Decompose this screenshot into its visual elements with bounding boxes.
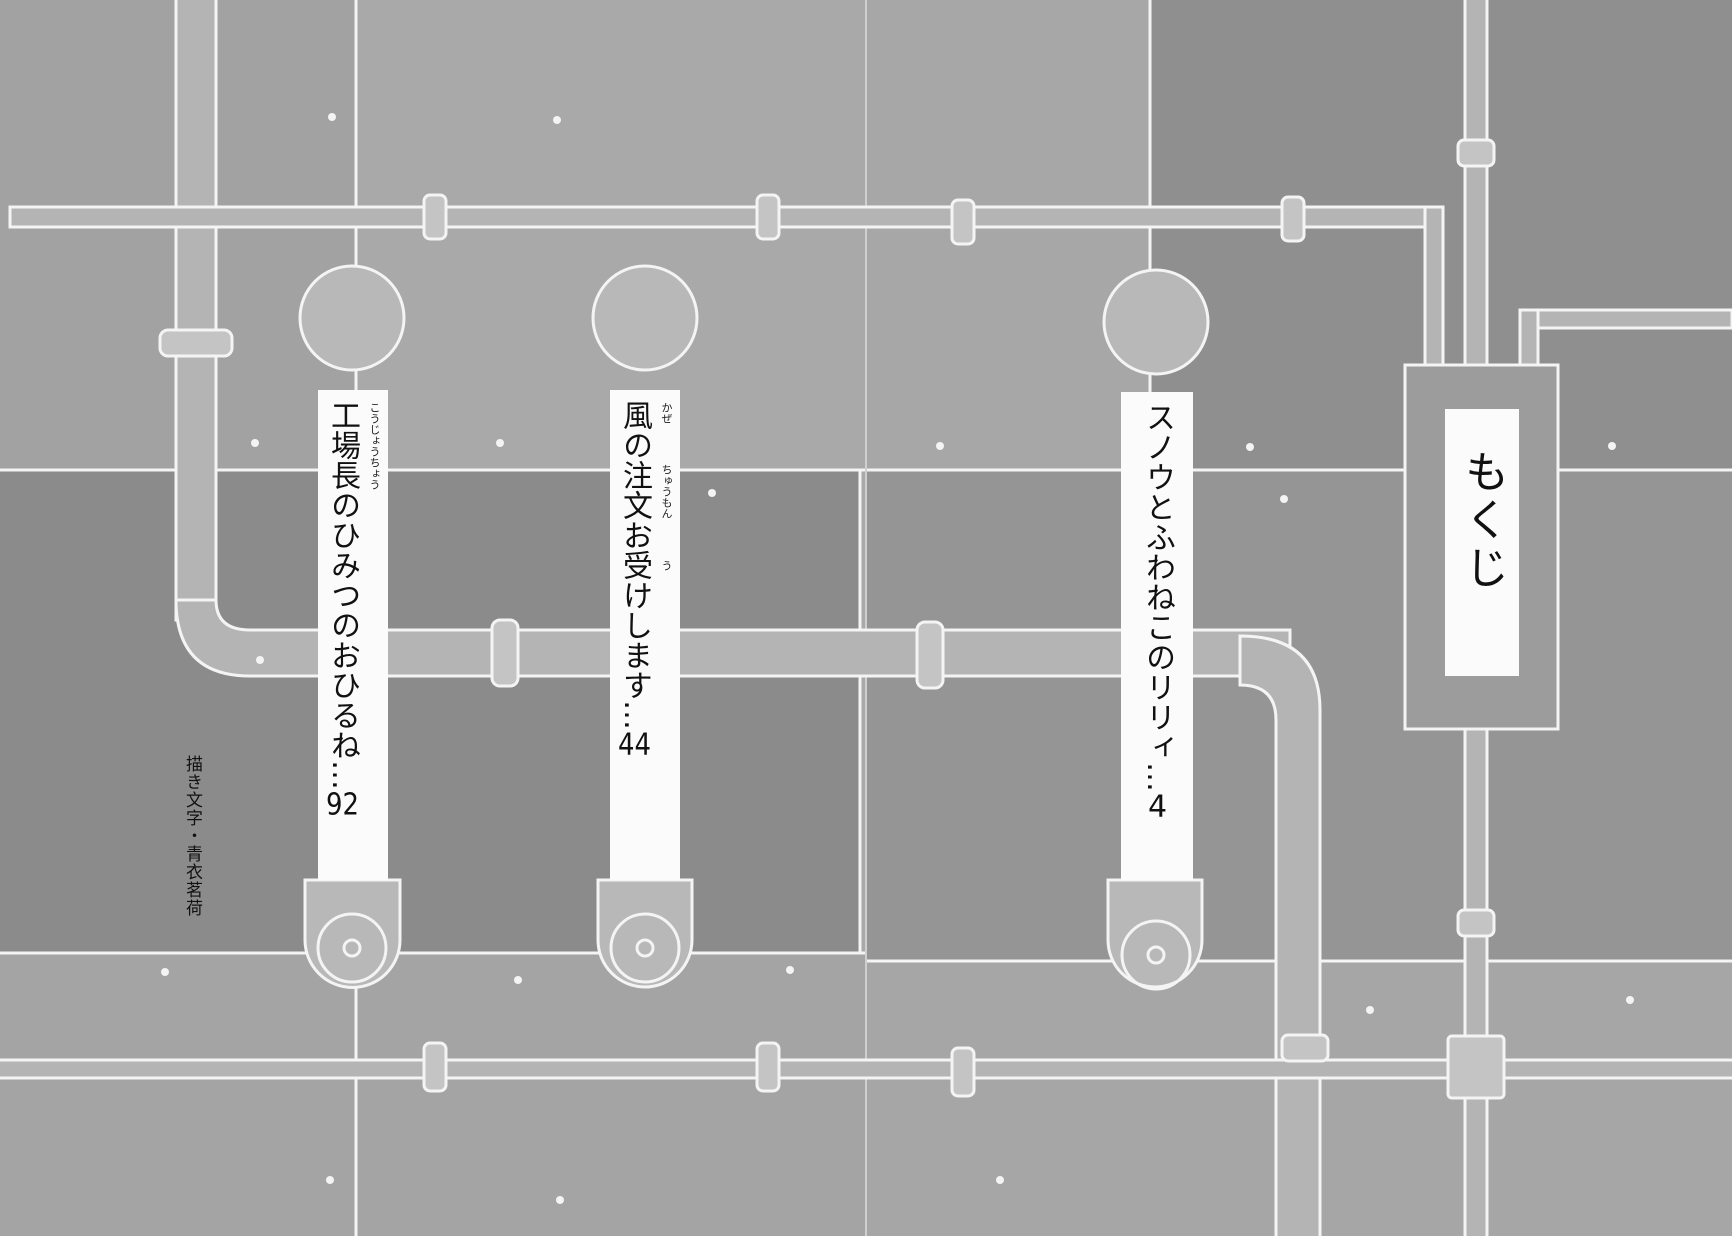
toc-heading: もくじ <box>1457 449 1508 593</box>
entry-separator: … <box>617 700 652 730</box>
furigana: う <box>660 560 673 571</box>
furigana: こうじょうちょう <box>368 402 381 490</box>
furigana: かぜ <box>660 402 673 424</box>
toc-heading-plate: もくじ <box>1445 409 1519 676</box>
lettering-credit: 描き文字・青衣茗荷 <box>182 755 202 917</box>
entry-page: 92 <box>326 790 359 820</box>
entry-page: 4 <box>1147 792 1168 822</box>
entry-separator: … <box>325 760 360 790</box>
furigana: ちゅうもん <box>660 464 673 519</box>
entry-separator: … <box>1140 762 1175 792</box>
toc-entry-1[interactable]: スノウとふわねこのリリィ…4 <box>1121 392 1193 880</box>
entry-title: 風の注文お受けします <box>617 400 652 700</box>
entry-title: 工場長のひみつのおひるね <box>325 400 360 760</box>
toc-entry-3[interactable]: 工場長のひみつのおひるね…92 こうじょうちょう <box>318 390 388 880</box>
entry-page: 44 <box>618 730 651 760</box>
toc-entry-2[interactable]: 風の注文お受けします…44 かぜ ちゅうもん う <box>610 390 680 880</box>
entry-title: スノウとふわねこのリリィ <box>1140 402 1175 762</box>
